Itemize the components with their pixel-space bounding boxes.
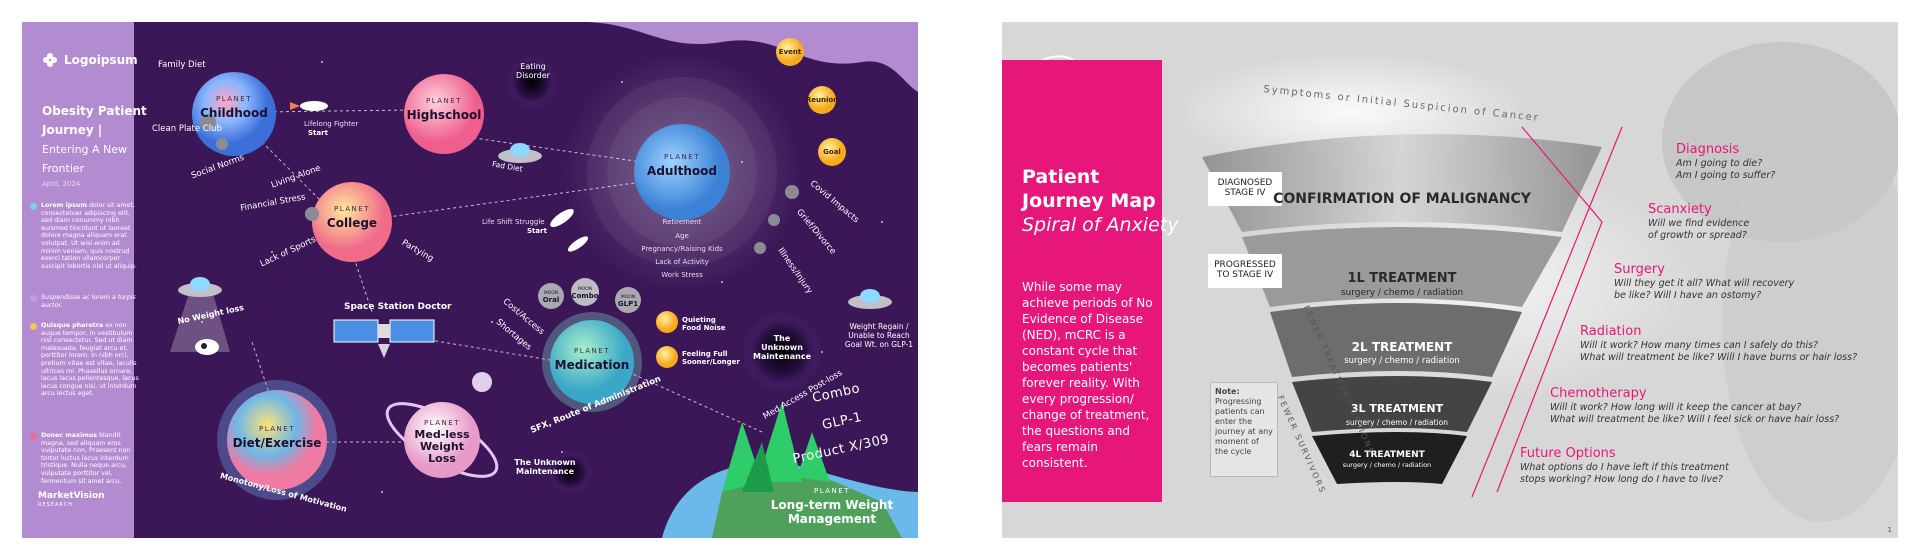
funnel-illustration [1002, 22, 1898, 538]
flower-logo-icon [43, 53, 57, 67]
goal-label: Goal [823, 148, 841, 156]
obesity-journey-slide: Logoipsum Obesity Patient Journey | Ente… [22, 22, 918, 538]
marketvision-logo: MarketVision RESEARCH [38, 491, 105, 509]
event-icon [776, 38, 804, 66]
adulthood-ring-label: Age [675, 232, 689, 240]
unknown-maintenance-label-1: The Unknown Maintenance [752, 334, 811, 361]
sidebar-paragraph-3: Quisque pharetra ex non augue tempor, in… [30, 322, 140, 398]
funnel-tier-1: CONFIRMATION OF MALIGNANCY [1273, 191, 1531, 207]
rocket-icon [290, 101, 589, 252]
planet-diet-exercise[interactable] [227, 390, 327, 490]
feeling-full-label: Feeling Full Sooner/Longer [682, 350, 740, 366]
reunion-label: Reunion [805, 96, 839, 104]
planet-childhood[interactable] [192, 72, 276, 156]
space-illustration [22, 22, 918, 538]
reunion-icon [808, 86, 836, 114]
planet-medless[interactable] [404, 402, 480, 478]
adulthood-ring-label: Pregnancy/Raising Kids [641, 245, 723, 253]
page-number: 1 [1887, 526, 1892, 534]
space-station-icon [333, 319, 435, 358]
start-label-2: Start [527, 227, 547, 235]
adulthood-ring-label: Retirement [662, 218, 702, 226]
sidebar-paragraph-2: Suspendisse ac lorem a turpis auctor. [30, 294, 140, 309]
journey-subtitle: Spiral of Anxiety [1022, 214, 1179, 236]
goal-icon [818, 138, 846, 166]
sidebar-paragraph-1: Lorem ipsum dolor sit amet, consectetuer… [30, 202, 140, 270]
moon-glp1[interactable] [615, 287, 641, 313]
moon-oral[interactable] [538, 283, 564, 309]
journey-description: While some may achieve periods of No Evi… [1022, 280, 1153, 470]
space-station-label: Space Station Doctor [344, 302, 452, 312]
sidebar-paragraph-4: Donec maximus blandit magna, sed aliquam… [30, 432, 140, 485]
planet-college[interactable] [312, 182, 392, 262]
left-sidebar: Logoipsum Obesity Patient Journey | Ente… [22, 22, 147, 538]
adulthood-ring-label: Lack of Activity [655, 258, 709, 266]
planet-highschool[interactable] [404, 74, 484, 154]
logoipsum-logo: Logoipsum [42, 52, 138, 68]
patient-journey-slide: Symptoms or Initial Suspicion of Cancer … [1002, 22, 1898, 538]
planet-adulthood[interactable] [634, 124, 730, 220]
note-box: Note: Progressing patients can enter the… [1210, 382, 1278, 477]
bullet-icon [30, 323, 37, 330]
eating-disorder-label: Eating Disorder [516, 62, 550, 80]
ufo-icon [170, 143, 892, 352]
event-label: Event [778, 48, 802, 56]
slide-date: April, 2024 [42, 180, 81, 188]
title-bold: Obesity Patient Journey | [42, 104, 147, 137]
family-diet-label: Family Diet [158, 60, 206, 70]
bullet-icon [30, 433, 37, 440]
slide-title: Obesity Patient Journey | Entering A New… [42, 100, 152, 188]
adulthood-ring-label: Work Stress [661, 271, 703, 279]
unknown-maintenance-label-2: The Unknown Maintenance [514, 458, 576, 476]
weight-regain-label: Weight Regain / Unable to Reach Goal Wt.… [844, 322, 914, 349]
clean-plate-label: Clean Plate Club [152, 124, 222, 134]
diagnosed-stage-tag: DIAGNOSED STAGE IV [1208, 172, 1282, 206]
life-shift-label: Life Shift Struggle [482, 218, 545, 226]
quieting-label: Quieting Food Noise [682, 316, 726, 332]
journey-title: Patient Journey Map [1022, 166, 1156, 212]
cow-icon [195, 339, 219, 355]
start-label: Start [308, 129, 328, 137]
moon-combo[interactable] [571, 278, 599, 306]
title-rest: Entering A New Frontier [42, 143, 128, 175]
progressed-stage-tag: PROGRESSED TO STAGE IV [1208, 254, 1282, 288]
title-panel [1002, 60, 1162, 502]
bullet-icon [30, 203, 37, 210]
lifelong-fighter-label: Lifelong Fighter [304, 120, 359, 128]
bullet-icon [30, 295, 37, 302]
planet-medication[interactable] [550, 320, 634, 404]
